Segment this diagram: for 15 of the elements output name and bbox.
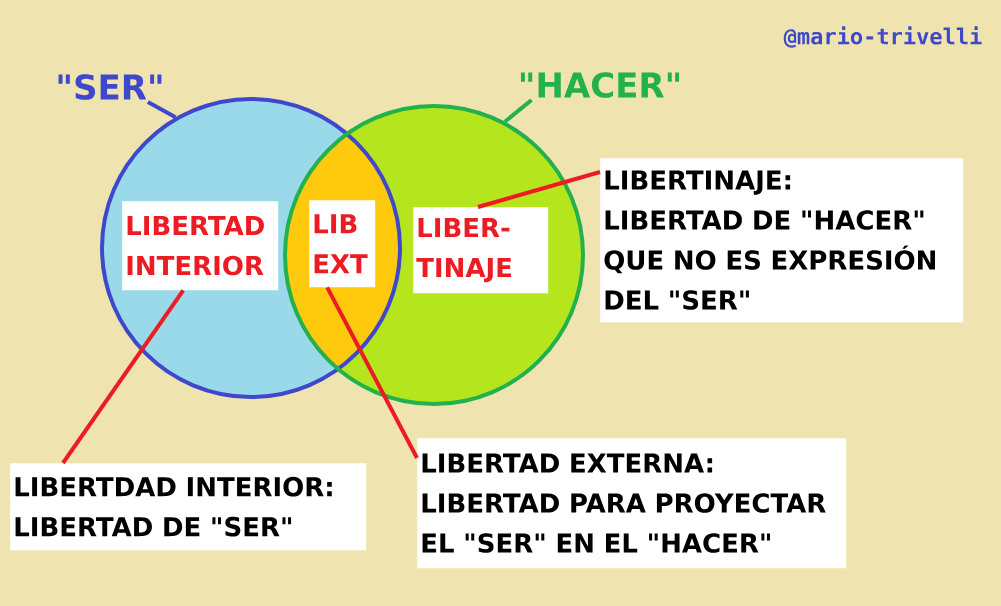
circle-label: "HACER" — [520, 72, 680, 98]
leader-line — [503, 98, 533, 124]
venn-circle — [283, 104, 585, 406]
leader-line — [61, 289, 185, 465]
leader-line — [477, 170, 601, 209]
definition-box: LIBERTAD EXTERNA: LIBERTAD PARA PROYECTAR EL "SER" EN EL "HACER" — [417, 438, 847, 569]
definition-box: LIBERTINAJE: LIBERTAD DE "HACER" QUE NO ES EXPRESIÓN DEL "SER" — [600, 158, 964, 323]
leader-line — [325, 286, 419, 459]
region-label: LIBERTAD INTERIOR — [122, 201, 279, 291]
region-label: LIB EXT — [309, 200, 376, 288]
definition-box: LIBERTDAD INTERIOR: LIBERTAD DE "SER" — [10, 463, 367, 551]
author-handle: @mario-trivelli — [783, 26, 982, 48]
circle-label: "SER" — [58, 74, 162, 100]
leader-line — [146, 100, 177, 119]
region-label: LIBER- TINAJE — [413, 207, 549, 294]
